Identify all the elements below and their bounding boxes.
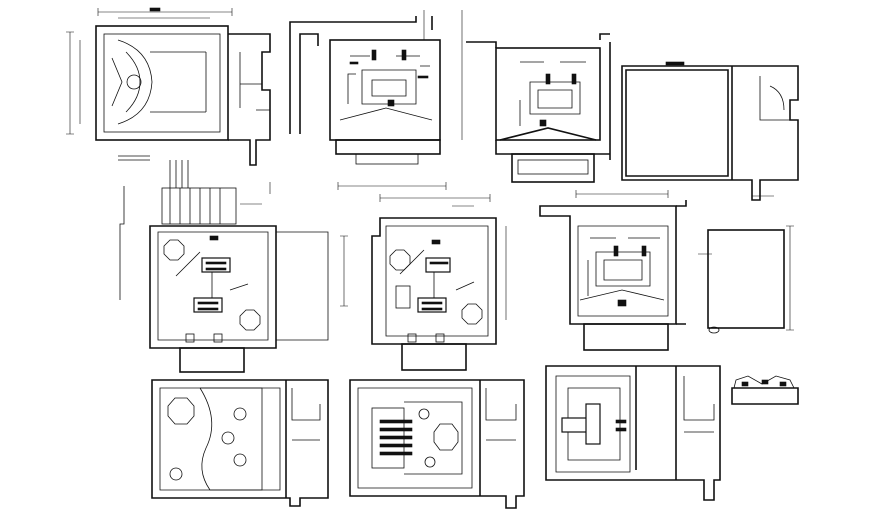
plan-mid-4 [698, 225, 794, 334]
plan-top-2 [289, 10, 463, 190]
plan-mid-3 [539, 190, 687, 351]
plan-top-4 [621, 61, 799, 201]
plan-bot-1 [151, 379, 329, 507]
plan-mid-2 [340, 194, 507, 371]
detail-small [731, 375, 799, 405]
plan-bot-2 [349, 379, 525, 509]
plan-top-3 [466, 33, 611, 183]
plan-top-1 [66, 7, 271, 166]
plan-bot-3 [545, 365, 721, 501]
plan-mid-1 [118, 155, 329, 373]
